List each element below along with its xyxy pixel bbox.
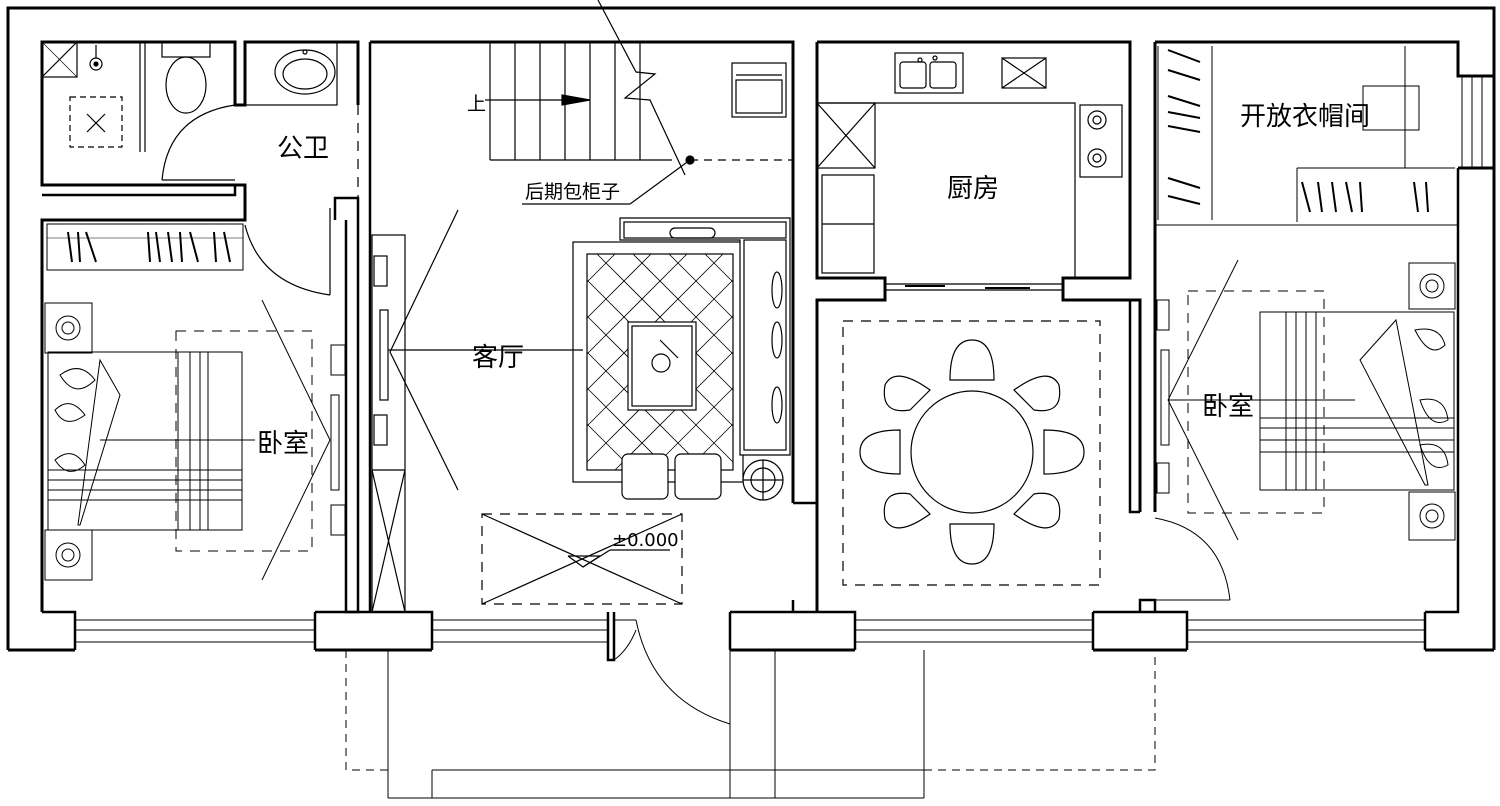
dining-area [842, 320, 1101, 586]
label-bedroom-right: 卧室 [1202, 392, 1254, 422]
windows [75, 76, 1483, 643]
label-kitchen: 厨房 [947, 174, 999, 204]
open-wardrobe [1155, 46, 1458, 226]
entrance-porch [345, 612, 1156, 799]
bedroom-right [1154, 259, 1456, 601]
label-public-bath: 公卫 [277, 134, 329, 164]
label-living-room: 客厅 [472, 343, 524, 373]
label-bedroom-left: 卧室 [257, 429, 309, 459]
bedroom-left [44, 223, 346, 581]
bathroom [41, 41, 359, 296]
stair-up-label: 上 [467, 93, 486, 115]
kitchen [816, 52, 1123, 291]
outer-walls [6, 6, 1496, 652]
cabinet-note: 后期包柜子 [525, 181, 620, 203]
living-room [371, 0, 793, 613]
level-mark: ±0.000 [612, 530, 679, 551]
label-wardrobe: 开放衣帽间 [1240, 102, 1370, 132]
